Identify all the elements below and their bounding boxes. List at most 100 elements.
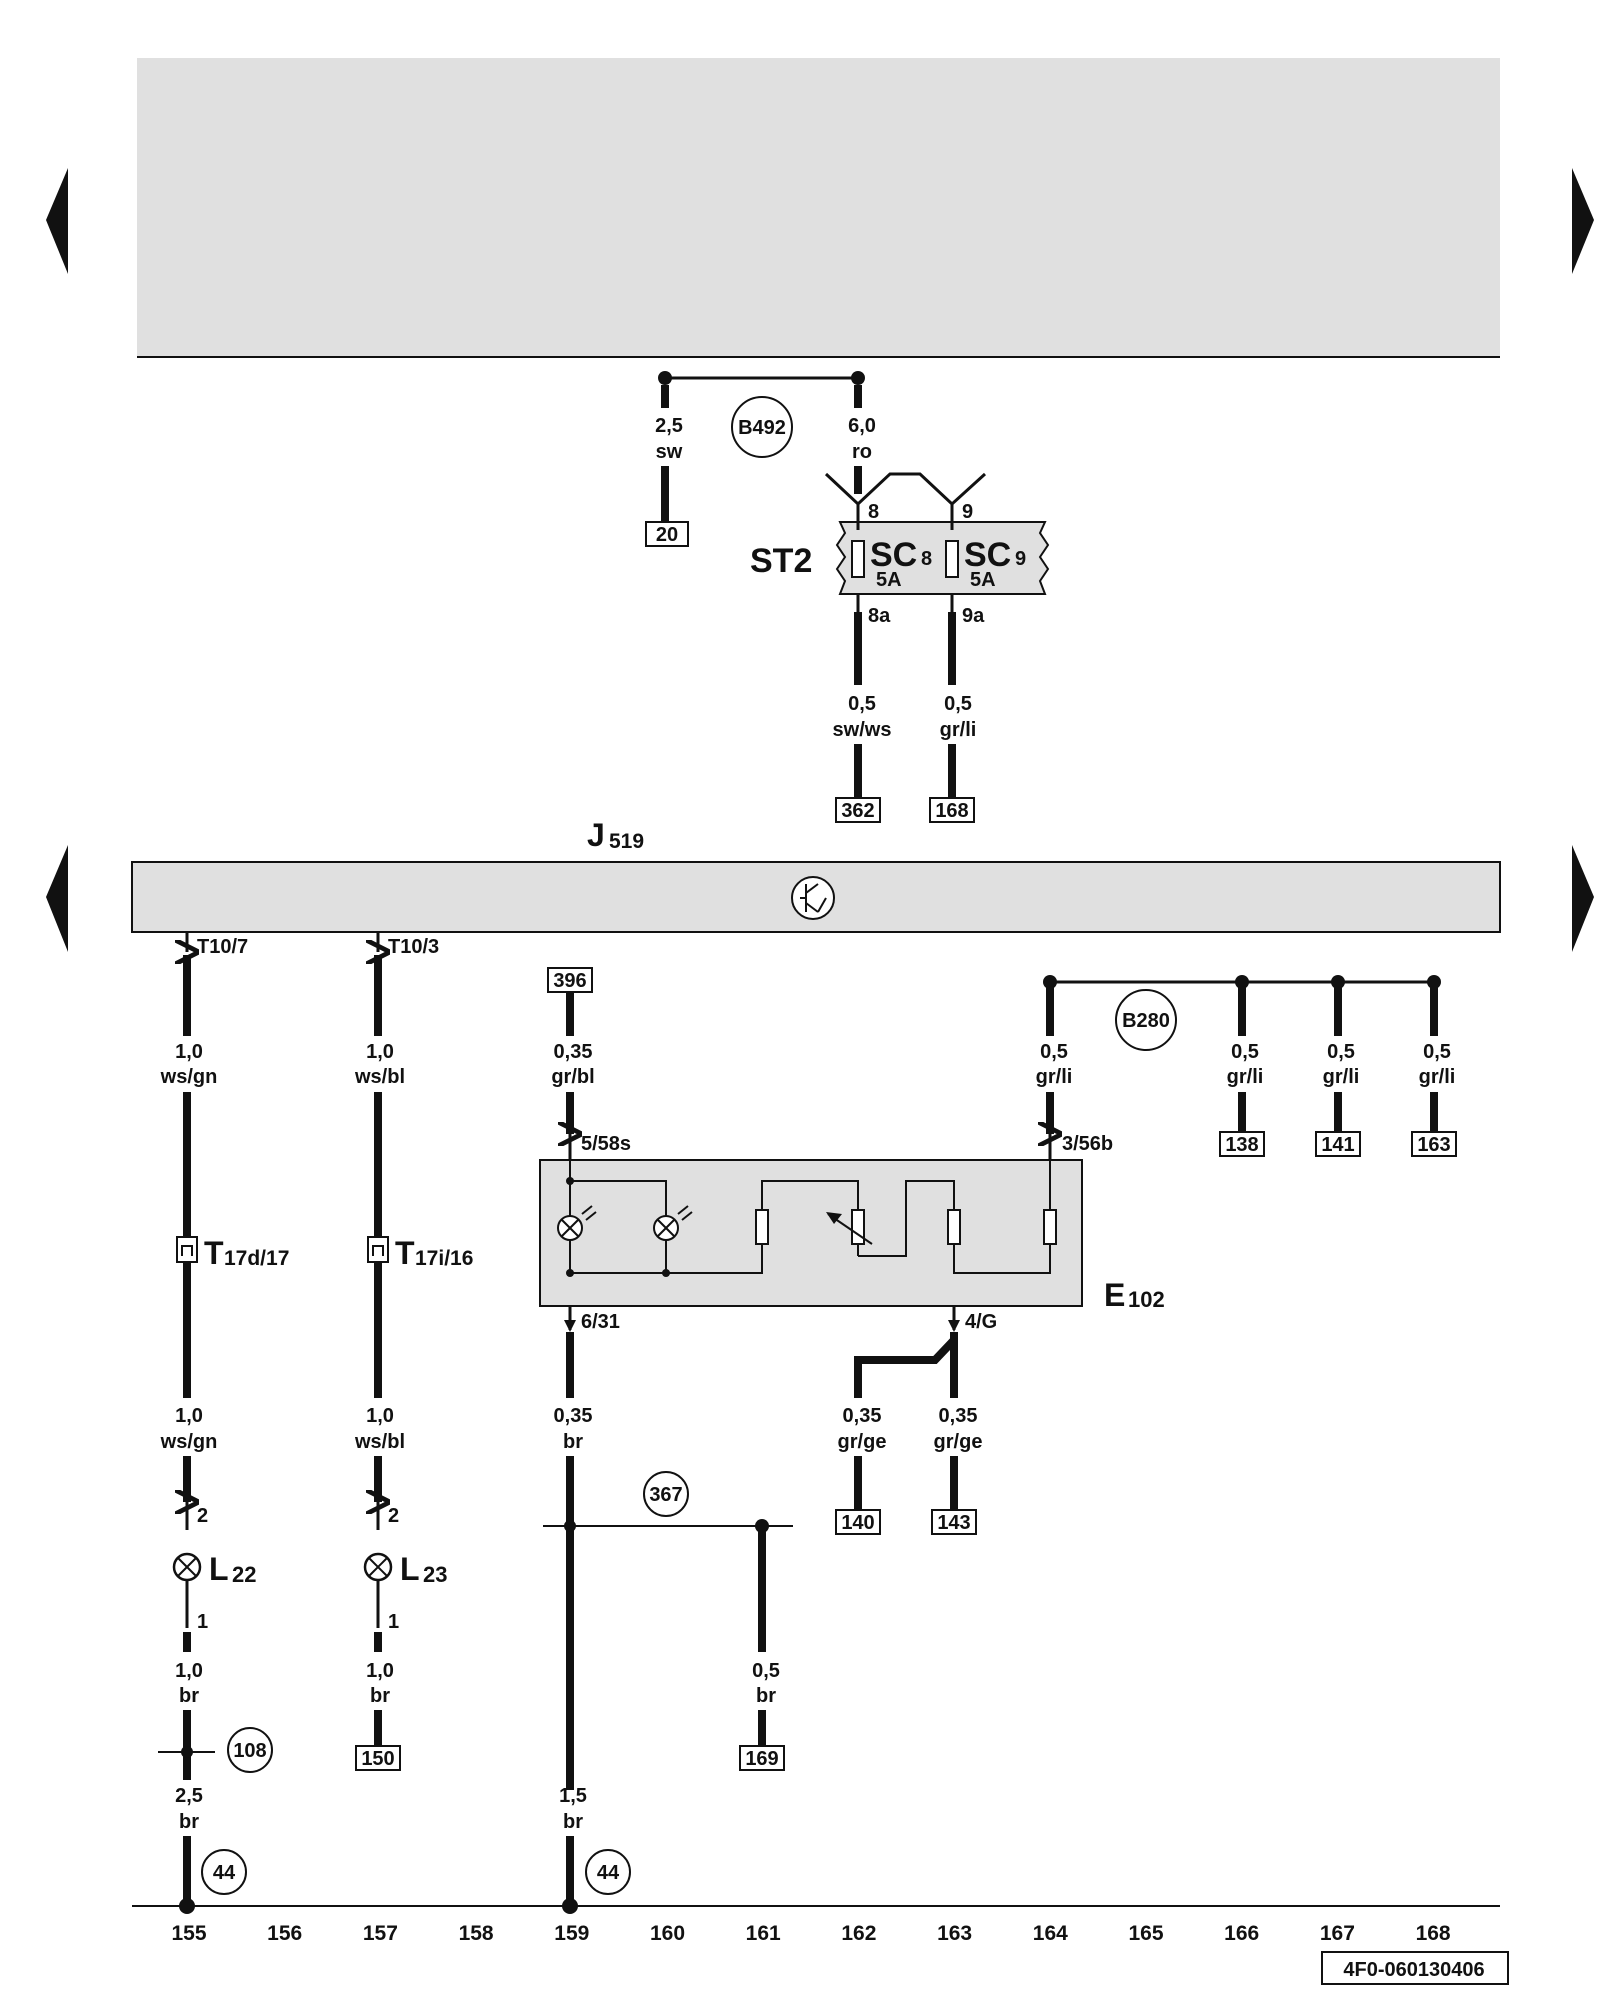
conn-b280: B280: [1122, 1010, 1170, 1032]
lamp-l23-index: 23: [423, 1562, 447, 1587]
connector-t17d-name: T: [204, 1235, 224, 1271]
wire-size: 1,0: [175, 1405, 203, 1427]
wire-size: 1,0: [366, 1660, 394, 1682]
fuse-sc9-name: SC: [964, 536, 1011, 574]
wire-color: gr/li: [940, 719, 977, 741]
ref-138[interactable]: 138: [1225, 1134, 1258, 1156]
wire-size: 0,35: [554, 1405, 593, 1427]
wire-size: 1,5: [559, 1785, 587, 1807]
wire-color: ro: [852, 441, 872, 463]
ref-362[interactable]: 362: [841, 800, 874, 822]
track-number: 163: [937, 1922, 972, 1945]
terminal-l23-2: 2: [388, 1505, 399, 1527]
next-page-top-icon[interactable]: [1572, 168, 1594, 274]
terminal-t10-3: T10/3: [388, 936, 439, 958]
control-unit-j519-index: 519: [609, 830, 644, 853]
wire-size: 1,0: [366, 1041, 394, 1063]
wire-color: gr/li: [1419, 1066, 1456, 1088]
conn-367: 367: [649, 1484, 682, 1506]
wire-color: ws/bl: [354, 1066, 405, 1088]
fuse-sc8-rating: 5A: [876, 569, 902, 591]
ref-141[interactable]: 141: [1321, 1134, 1354, 1156]
fuse-sc9-index: 9: [1015, 548, 1026, 570]
diagram-code: 4F0-060130406: [1343, 1959, 1484, 1981]
fuse-sc8-symbol: [851, 540, 865, 578]
wire-size: 0,5: [848, 693, 876, 715]
control-unit-j519-name: J: [587, 817, 605, 853]
wire-size: 2,5: [655, 415, 683, 437]
next-page-mid-icon[interactable]: [1572, 845, 1594, 952]
ref-163[interactable]: 163: [1417, 1134, 1450, 1156]
terminal-5-58s: 5/58s: [581, 1133, 631, 1155]
track-number: 167: [1320, 1922, 1355, 1945]
lamp-l23-icon: [363, 1552, 393, 1582]
ref-396[interactable]: 396: [553, 970, 586, 992]
wire-size: 0,5: [1040, 1041, 1068, 1063]
fuse-sc9-symbol: [945, 540, 959, 578]
ref-140[interactable]: 140: [841, 1512, 874, 1534]
track-number: 157: [363, 1922, 398, 1945]
wire-size: 0,35: [843, 1405, 882, 1427]
terminal-9: 9: [962, 501, 973, 523]
ref-169[interactable]: 169: [745, 1748, 778, 1770]
fuse-sc8-index: 8: [921, 548, 932, 570]
prev-page-top-icon[interactable]: [46, 168, 68, 274]
terminal-4-g: 4/G: [965, 1311, 997, 1333]
wire-color: br: [370, 1685, 390, 1707]
wire-size: 0,5: [1327, 1041, 1355, 1063]
track-number: 158: [459, 1922, 494, 1945]
wire-color: gr/bl: [551, 1066, 594, 1088]
fuse-sc8-name: SC: [870, 536, 917, 574]
conn-44: 44: [597, 1862, 620, 1884]
lamp-l22-index: 22: [232, 1562, 256, 1587]
wire-color: gr/li: [1323, 1066, 1360, 1088]
track-number: 155: [171, 1922, 206, 1945]
lamp-l23-name: L: [400, 1551, 420, 1587]
wire-color: br: [179, 1811, 199, 1833]
track-number: 156: [267, 1922, 302, 1945]
track-number: 168: [1416, 1922, 1451, 1945]
track-number: 165: [1128, 1922, 1163, 1945]
connector-t17i-index: 17i/16: [415, 1247, 473, 1270]
terminal-6-31: 6/31: [581, 1311, 620, 1333]
conn-44: 44: [213, 1862, 236, 1884]
switch-e102-name: E: [1104, 1277, 1125, 1313]
ref-143[interactable]: 143: [937, 1512, 970, 1534]
fuse-sc9-rating: 5A: [970, 569, 996, 591]
wire-color: br: [179, 1685, 199, 1707]
track-number: 160: [650, 1922, 685, 1945]
wire-size: 0,5: [1231, 1041, 1259, 1063]
wire-size: 1,0: [175, 1660, 203, 1682]
lamp-l22-name: L: [209, 1551, 229, 1587]
lamp-l22-icon: [172, 1552, 202, 1582]
track-number: 161: [746, 1922, 781, 1945]
wire-color: ws/gn: [160, 1066, 218, 1088]
wire-size: 0,5: [944, 693, 972, 715]
track-number: 159: [554, 1922, 589, 1945]
wire-size: 0,5: [752, 1660, 780, 1682]
electronic-symbol-icon: [791, 876, 835, 920]
ref-150[interactable]: 150: [361, 1748, 394, 1770]
track-number: 164: [1033, 1922, 1068, 1945]
wire-size: 1,0: [366, 1405, 394, 1427]
connector-t17i-name: T: [395, 1235, 415, 1271]
wire-color: br: [563, 1811, 583, 1833]
connector-t17d-icon: [176, 1236, 198, 1263]
wire-color: sw: [656, 441, 683, 463]
fuse-holder-st2-label: ST2: [750, 542, 812, 580]
wire-size: 0,5: [1423, 1041, 1451, 1063]
terminal-l22-1: 1: [197, 1611, 208, 1633]
ref-20[interactable]: 20: [656, 524, 678, 546]
terminal-8: 8: [868, 501, 879, 523]
conn-b492: B492: [738, 417, 786, 439]
wire-size: 2,5: [175, 1785, 203, 1807]
terminal-l22-2: 2: [197, 1505, 208, 1527]
prev-page-mid-icon[interactable]: [46, 845, 68, 952]
wire-color: gr/ge: [838, 1431, 887, 1453]
ref-168[interactable]: 168: [935, 800, 968, 822]
fuse-holder-st2: [835, 521, 1050, 595]
terminal-t10-7: T10/7: [197, 936, 248, 958]
wire-size: 6,0: [848, 415, 876, 437]
connector-t17i-icon: [367, 1236, 389, 1263]
